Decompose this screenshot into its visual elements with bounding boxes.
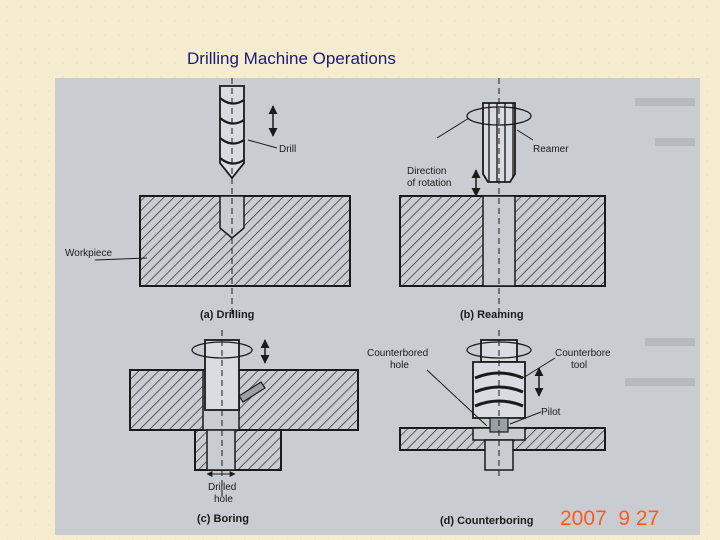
panel-c-boring: Drilled hole (c) Boring bbox=[129, 330, 359, 525]
counterbore-tool-label-line1: Counterbore bbox=[555, 348, 611, 359]
counterbored-hole-label-line1: Counterbored bbox=[367, 348, 428, 359]
counterbore-tool-leader bbox=[522, 357, 556, 379]
caption-boring: (c) Boring bbox=[197, 513, 249, 525]
drilled-hole-section bbox=[206, 429, 236, 471]
drilling-operations-diagram: Drill Workpiece (a) Drilling Reamer Dire… bbox=[55, 78, 700, 535]
drilled-hole-label-line1: Drilled bbox=[208, 482, 236, 493]
counterbored-hole-label-line2: hole bbox=[390, 360, 409, 371]
reamer-label: Reamer bbox=[533, 144, 569, 155]
panel-d-counterboring: Counterbored hole Counterbore tool Pilot… bbox=[367, 330, 611, 527]
photo-date-stamp: 2007 9 27 bbox=[560, 507, 659, 530]
direction-label-line1: Direction bbox=[407, 166, 446, 177]
direction-leader bbox=[436, 117, 470, 139]
drilling-workpiece bbox=[139, 195, 351, 287]
drilled-hole-label-line2: hole bbox=[214, 494, 233, 505]
caption-drilling: (a) Drilling bbox=[200, 309, 254, 321]
caption-reaming: (b) Reaming bbox=[460, 309, 524, 321]
counterbore-tool-label-line2: tool bbox=[571, 360, 587, 371]
slide-title: Drilling Machine Operations bbox=[187, 49, 396, 68]
reamer-leader bbox=[516, 129, 534, 141]
workpiece-leader bbox=[94, 257, 148, 261]
direction-label-line2: of rotation bbox=[407, 178, 451, 189]
panel-a-drilling: Drill Workpiece (a) Drilling bbox=[65, 78, 351, 321]
drilled-blind-hole bbox=[219, 195, 245, 239]
reamer-rotation-arrow bbox=[466, 106, 532, 126]
boring-cutter bbox=[238, 381, 266, 403]
drill-label: Drill bbox=[279, 144, 296, 155]
pilot-label: Pilot bbox=[541, 407, 561, 418]
panel-b-reaming: Reamer Direction of rotation (b) Reaming bbox=[399, 78, 606, 321]
drill-leader bbox=[247, 139, 278, 149]
photo-background bbox=[55, 78, 700, 535]
workpiece-label: Workpiece bbox=[65, 248, 112, 259]
faint-book-text bbox=[625, 98, 695, 386]
pilot-leader bbox=[509, 411, 542, 425]
caption-counterboring: (d) Counterboring bbox=[440, 515, 533, 527]
counterbored-hole-leader bbox=[426, 369, 488, 427]
